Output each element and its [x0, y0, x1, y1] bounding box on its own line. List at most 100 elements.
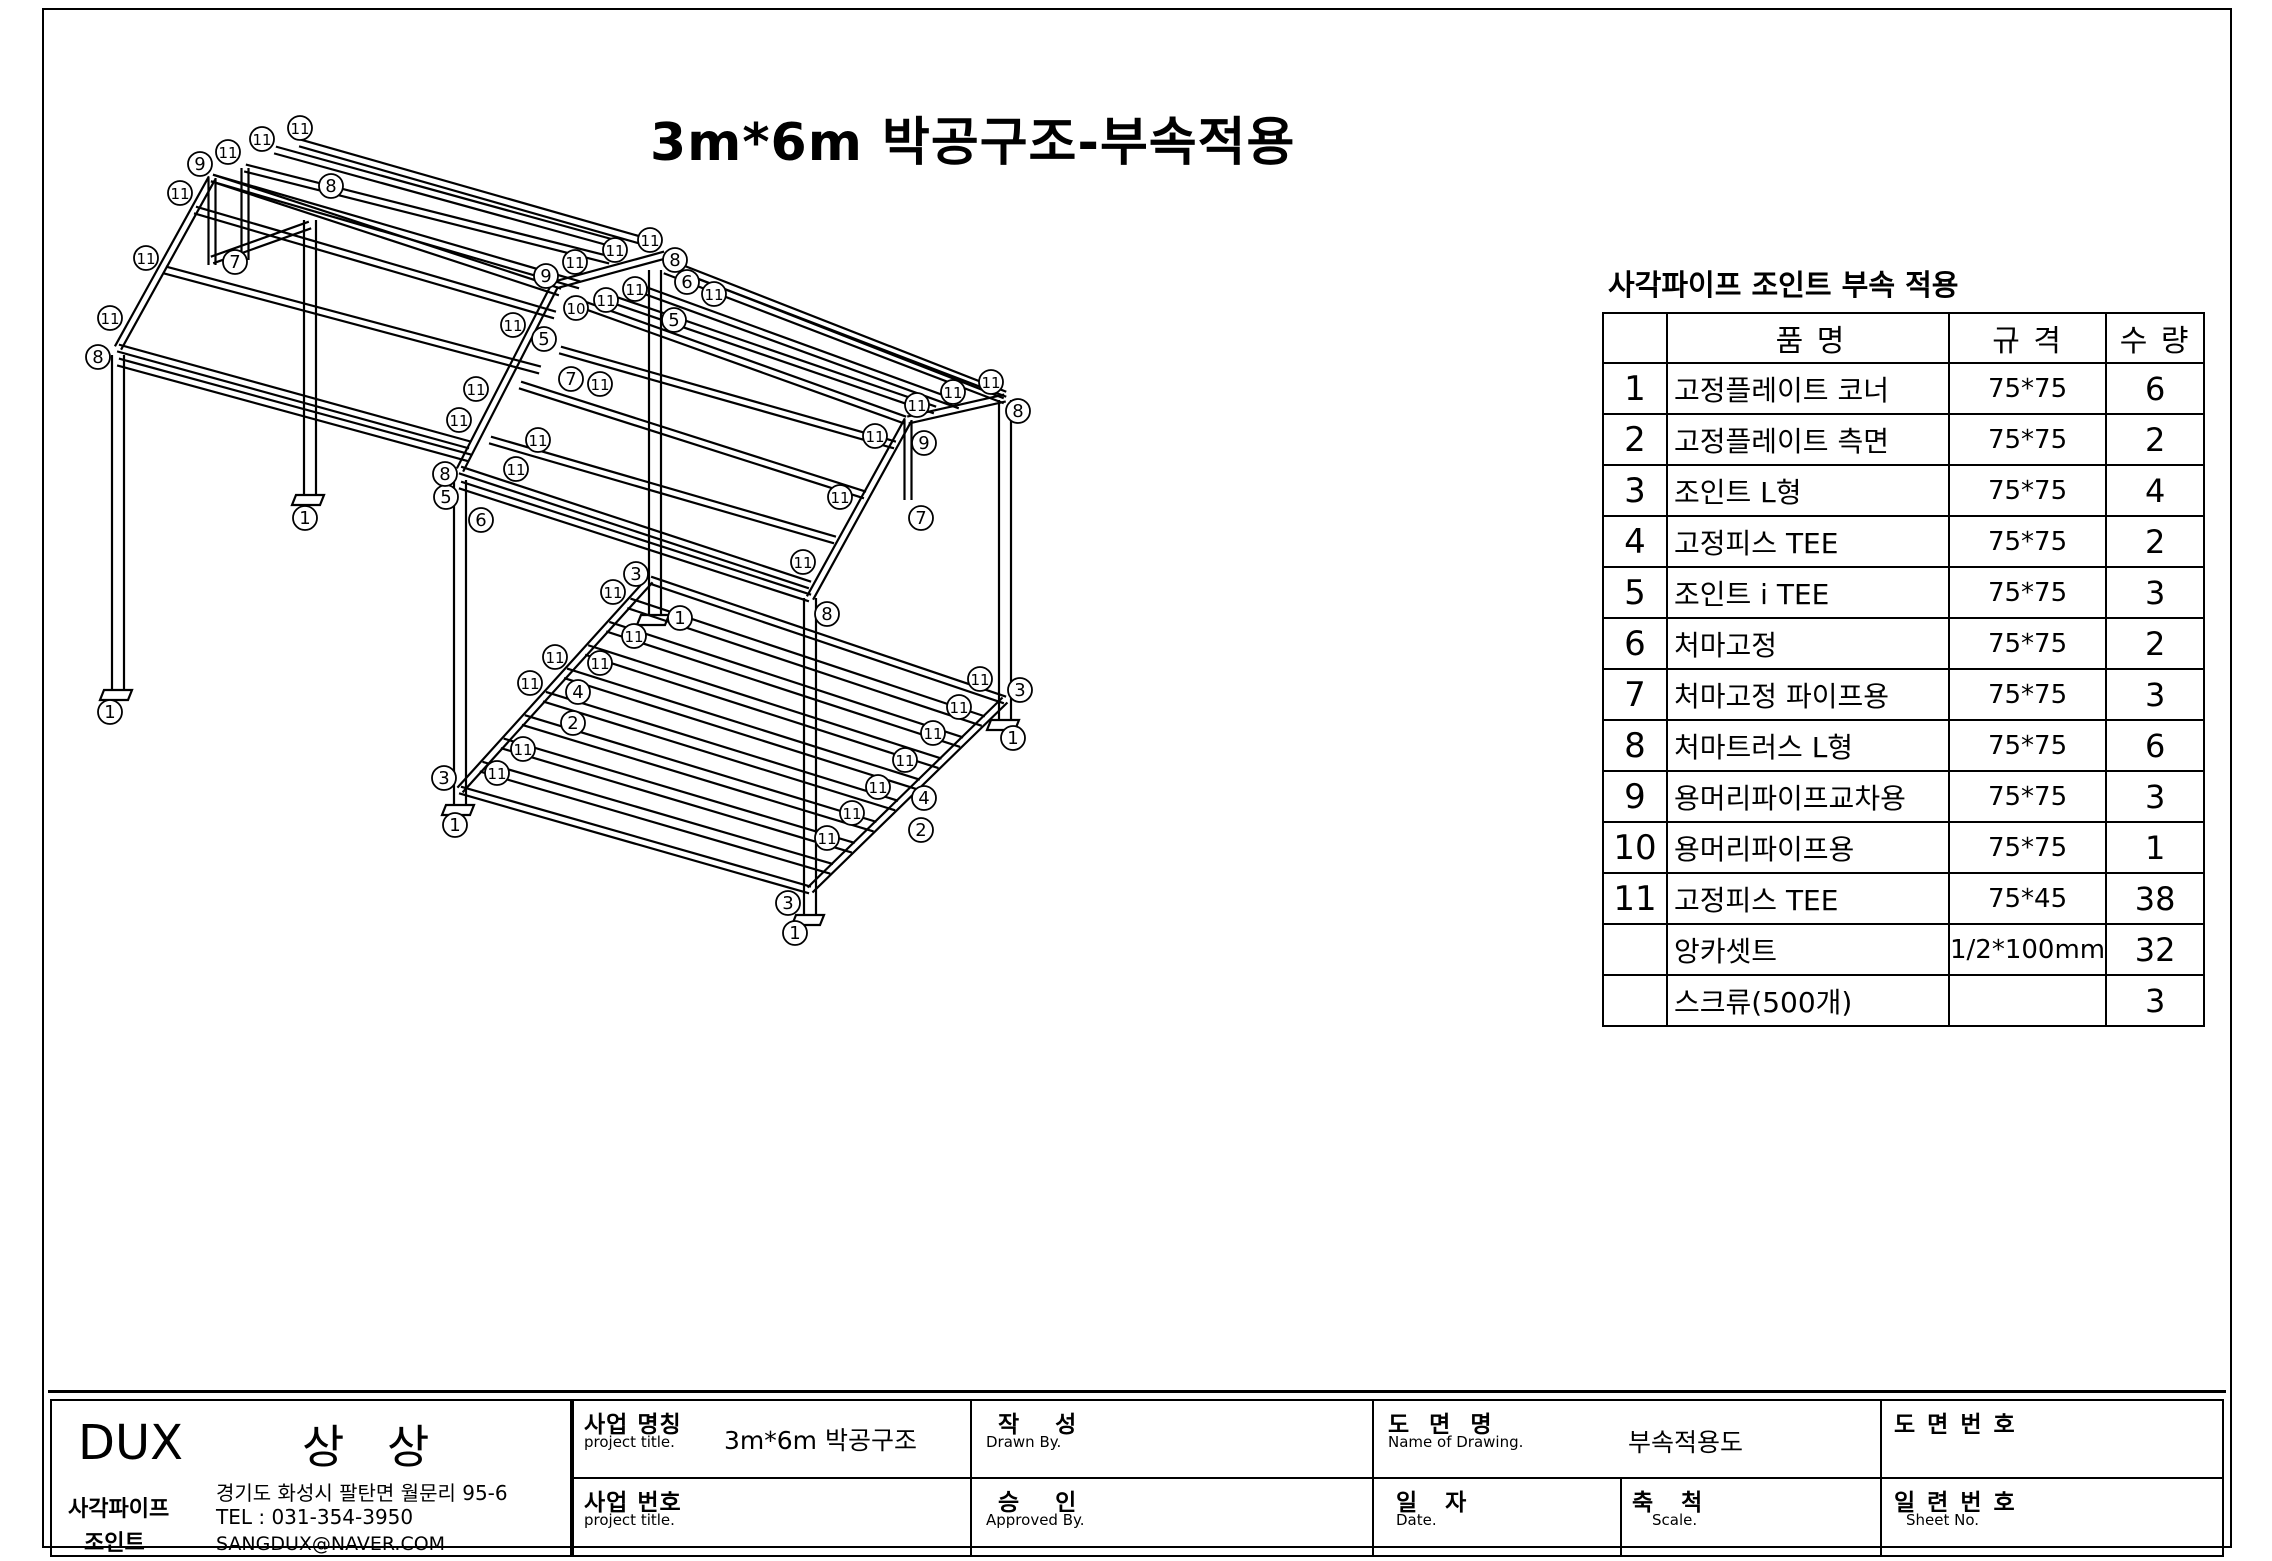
- floor-joist: [482, 760, 834, 866]
- callout-11: 11: [862, 423, 888, 449]
- callout-1: 1: [292, 505, 318, 531]
- project-name-cell: 사업 명칭 project title. 3m*6m 박공구조: [572, 1399, 972, 1479]
- callout-11: 11: [587, 371, 613, 397]
- floor-joist: [500, 747, 853, 854]
- floor-rail: [806, 696, 1004, 889]
- purlin: [558, 352, 895, 450]
- svg-text:11: 11: [506, 461, 525, 479]
- svg-text:11: 11: [624, 628, 643, 646]
- callout-2: 2: [560, 710, 586, 736]
- drawing-no-cell: 도 면 번 호: [1880, 1399, 2224, 1479]
- floor-joist: [545, 690, 899, 802]
- svg-text:11: 11: [793, 554, 812, 572]
- part-quantity: 6: [2105, 362, 2206, 415]
- sheet-no-label: 일 련 번 호: [1894, 1490, 2017, 1516]
- svg-text:1: 1: [1007, 728, 1018, 749]
- part-spec: 75*75: [1947, 770, 2108, 823]
- svg-text:11: 11: [503, 317, 522, 335]
- svg-text:4: 4: [572, 682, 583, 703]
- part-number: 1: [1602, 362, 1668, 415]
- callout-11: 11: [167, 180, 193, 206]
- callout-8: 8: [814, 601, 840, 627]
- callout-5: 5: [531, 326, 557, 352]
- ridge-rail: [553, 250, 665, 283]
- callout-11: 11: [562, 249, 588, 275]
- callout-5: 5: [433, 484, 459, 510]
- purlin: [298, 145, 640, 245]
- callout-8: 8: [662, 247, 688, 273]
- part-quantity: 6: [2105, 719, 2206, 772]
- svg-text:11: 11: [100, 310, 119, 328]
- svg-text:11: 11: [136, 250, 155, 268]
- purlin: [193, 212, 555, 320]
- svg-text:11: 11: [170, 185, 189, 203]
- svg-text:11: 11: [704, 286, 723, 304]
- purlin: [570, 295, 907, 418]
- purlin: [195, 205, 557, 313]
- base-plate: [290, 493, 326, 507]
- ridge-rail: [555, 257, 667, 290]
- callout-8: 8: [318, 173, 344, 199]
- floor-joist: [479, 770, 831, 875]
- floor-rail: [461, 581, 654, 794]
- purlin: [210, 180, 580, 290]
- part-name: 고정피스 TEE: [1666, 515, 1950, 568]
- part-quantity: 38: [2105, 872, 2206, 925]
- svg-text:11: 11: [603, 584, 622, 602]
- project-name-value: 3m*6m 박공구조: [724, 1426, 917, 1455]
- callout-11: 11: [940, 379, 966, 405]
- part-quantity: 2: [2105, 617, 2206, 670]
- floor-joist: [503, 737, 856, 845]
- svg-text:11: 11: [865, 428, 884, 446]
- callout-11: 11: [249, 126, 275, 152]
- part-name: 조인트 i TEE: [1666, 566, 1950, 619]
- callout-3: 3: [431, 765, 457, 791]
- floor-rail: [458, 792, 810, 895]
- svg-text:7: 7: [565, 369, 576, 390]
- header-name: 품 명: [1666, 312, 1950, 364]
- part-number: 5: [1602, 566, 1668, 619]
- floor-joist: [608, 620, 964, 739]
- header-qty: 수 량: [2105, 312, 2206, 364]
- part-number: 6: [1602, 617, 1668, 670]
- callout-7: 7: [908, 505, 934, 531]
- drawn-by-label: 작 성: [998, 1412, 1091, 1438]
- eave-rail: [118, 343, 472, 443]
- callout-11: 11: [525, 427, 551, 453]
- eave-rail: [460, 480, 812, 596]
- svg-text:3: 3: [782, 893, 793, 914]
- svg-text:11: 11: [590, 376, 609, 394]
- rafter: [455, 282, 553, 469]
- callout-9: 9: [911, 430, 937, 456]
- rafter: [113, 175, 210, 347]
- callout-11: 11: [510, 736, 536, 762]
- part-quantity: 3: [2105, 668, 2206, 721]
- part-spec: 75*75: [1947, 464, 2108, 517]
- callout-11: 11: [484, 760, 510, 786]
- part-quantity: 3: [2105, 770, 2206, 823]
- part-name: 스크류(500개): [1666, 974, 1950, 1027]
- part-quantity: 3: [2105, 566, 2206, 619]
- callout-1: 1: [97, 699, 123, 725]
- part-quantity: 2: [2105, 413, 2206, 466]
- callout-11: 11: [839, 800, 865, 826]
- svg-text:11: 11: [640, 232, 659, 250]
- part-quantity: 2: [2105, 515, 2206, 568]
- drawing-name-label: 도 면 명: [1388, 1412, 1498, 1438]
- part-spec: [1947, 974, 2108, 1027]
- purlin: [273, 152, 620, 250]
- floor-rail: [456, 576, 649, 789]
- svg-text:6: 6: [475, 510, 486, 531]
- purlin: [245, 163, 612, 258]
- callout-11: 11: [287, 115, 313, 141]
- part-name: 고정피스 TEE: [1666, 872, 1950, 925]
- ridge-rail: [210, 180, 560, 297]
- floor-joist: [521, 723, 874, 833]
- callout-11: 11: [865, 774, 891, 800]
- rafter: [805, 417, 906, 597]
- svg-text:8: 8: [821, 604, 832, 625]
- callout-4: 4: [911, 785, 937, 811]
- svg-text:11: 11: [449, 412, 468, 430]
- svg-text:11: 11: [970, 671, 989, 689]
